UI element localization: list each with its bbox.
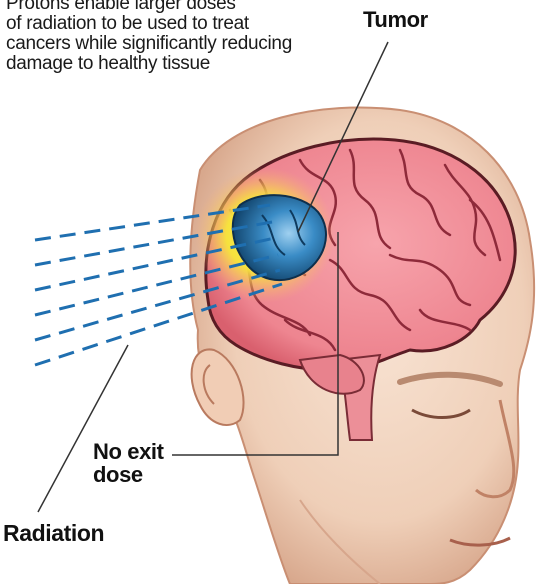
caption-text: Protons enable larger doses of radiation… [6,0,326,74]
radiation-label: Radiation [3,522,104,545]
tumor-label: Tumor [363,8,428,31]
no-exit-dose-label: No exit dose [93,440,164,486]
